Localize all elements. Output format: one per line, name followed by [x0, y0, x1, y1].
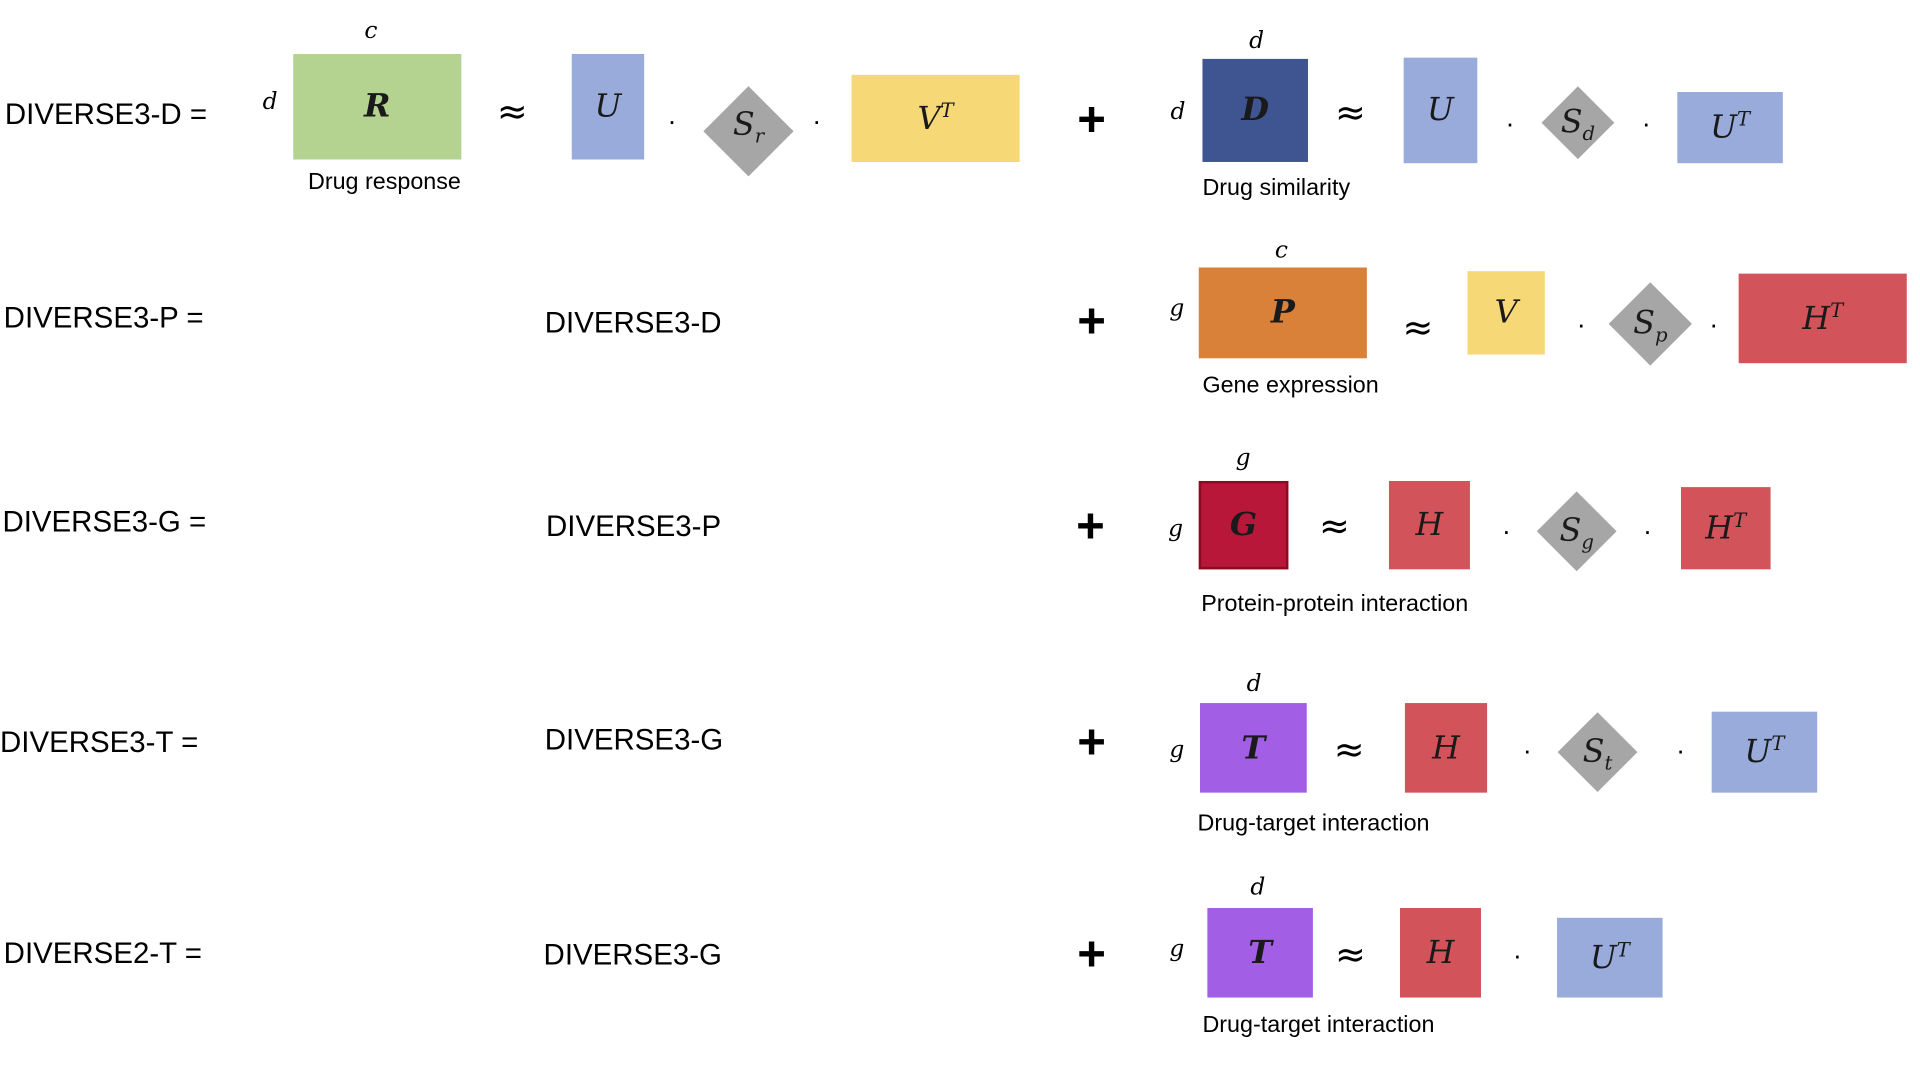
gene-expression-matrix: P: [1198, 267, 1367, 359]
u-factor: U: [1403, 57, 1478, 164]
sp-label: Sp: [1633, 305, 1668, 347]
ht-factor: HT: [1680, 487, 1771, 570]
drug-target-caption: Drug-target interaction: [1197, 811, 1430, 837]
t-dim-left: g: [1169, 934, 1185, 962]
approx-symbol: ≈: [1334, 933, 1366, 977]
sr-label: Sr: [732, 106, 765, 148]
sd-label: Sd: [1560, 104, 1596, 146]
st-label: St: [1582, 733, 1613, 775]
approx-symbol: ≈: [1333, 728, 1365, 772]
mid-label: DIVERSE3-D: [544, 306, 722, 340]
h-factor: H: [1400, 907, 1481, 998]
t-dim-top: d: [1250, 873, 1266, 901]
row-label-diverse3-d: DIVERSE3-D =: [4, 98, 208, 132]
u-factor: U: [571, 53, 645, 160]
plus-operator: +: [1076, 499, 1105, 554]
plus-operator: +: [1077, 927, 1106, 982]
vt-factor: VT: [851, 74, 1020, 162]
row-label-diverse3-t: DIVERSE3-T =: [0, 726, 199, 760]
p-dim-top: c: [1274, 236, 1288, 264]
drug-response-caption: Drug response: [307, 169, 461, 196]
dot-operator: ·: [812, 105, 822, 137]
dot-operator: ·: [1505, 107, 1515, 139]
row-label-diverse3-p: DIVERSE3-P =: [3, 301, 204, 335]
ppi-matrix: G: [1198, 480, 1289, 570]
mid-label: DIVERSE3-G: [543, 938, 722, 972]
d-symbol: D: [1241, 92, 1270, 129]
g-dim-top: g: [1235, 444, 1251, 472]
h-factor: H: [1388, 480, 1470, 570]
dot-operator: ·: [1576, 309, 1586, 340]
r-dim-left: d: [262, 88, 278, 116]
drug-target-caption: Drug-target interaction: [1202, 1012, 1435, 1039]
t-dim-top: d: [1246, 669, 1262, 697]
dot-operator: ·: [1512, 939, 1522, 971]
plus-operator: +: [1077, 715, 1106, 770]
gene-expression-caption: Gene expression: [1202, 373, 1379, 399]
u-symbol: U: [594, 88, 622, 126]
g-dim-left: g: [1168, 515, 1184, 543]
dot-operator: ·: [1709, 309, 1719, 340]
dot-operator: ·: [1501, 515, 1511, 547]
mid-label: DIVERSE3-P: [546, 510, 722, 544]
v-factor: V: [1467, 271, 1545, 355]
drug-target-matrix: T: [1207, 907, 1313, 998]
row-label-diverse2-t: DIVERSE2-T =: [3, 937, 202, 971]
approx-symbol: ≈: [496, 90, 528, 134]
ht-factor: HT: [1738, 273, 1907, 364]
dot-operator: ·: [1641, 107, 1651, 139]
ut-factor: UT: [1711, 711, 1818, 793]
d-dim-left: d: [1170, 98, 1186, 126]
ut-factor: UT: [1677, 92, 1783, 164]
t-dim-left: g: [1169, 736, 1185, 764]
drug-target-matrix: T: [1200, 703, 1307, 793]
approx-symbol: ≈: [1334, 92, 1366, 135]
dot-operator: ·: [1522, 734, 1532, 766]
drug-response-matrix: R: [293, 53, 462, 160]
dot-operator: ·: [1642, 515, 1652, 547]
row-label-diverse3-g: DIVERSE3-G =: [2, 505, 207, 539]
mid-label: DIVERSE3-G: [544, 723, 724, 758]
drug-similarity-matrix: D: [1202, 58, 1308, 162]
r-symbol: R: [364, 88, 391, 126]
sg-label: Sg: [1559, 512, 1594, 554]
d-dim-top: d: [1249, 26, 1265, 54]
h-factor: H: [1404, 703, 1488, 793]
plus-operator: +: [1077, 93, 1106, 148]
drug-similarity-caption: Drug similarity: [1202, 175, 1351, 202]
dot-operator: ·: [1676, 734, 1686, 766]
ppi-caption: Protein-protein interaction: [1201, 591, 1469, 618]
approx-symbol: ≈: [1402, 306, 1434, 350]
dot-operator: ·: [667, 105, 677, 137]
plus-operator: +: [1077, 294, 1106, 349]
ut-factor: UT: [1557, 917, 1663, 998]
p-dim-left: g: [1169, 294, 1185, 322]
r-dim-top: c: [364, 17, 378, 45]
approx-symbol: ≈: [1319, 505, 1350, 549]
